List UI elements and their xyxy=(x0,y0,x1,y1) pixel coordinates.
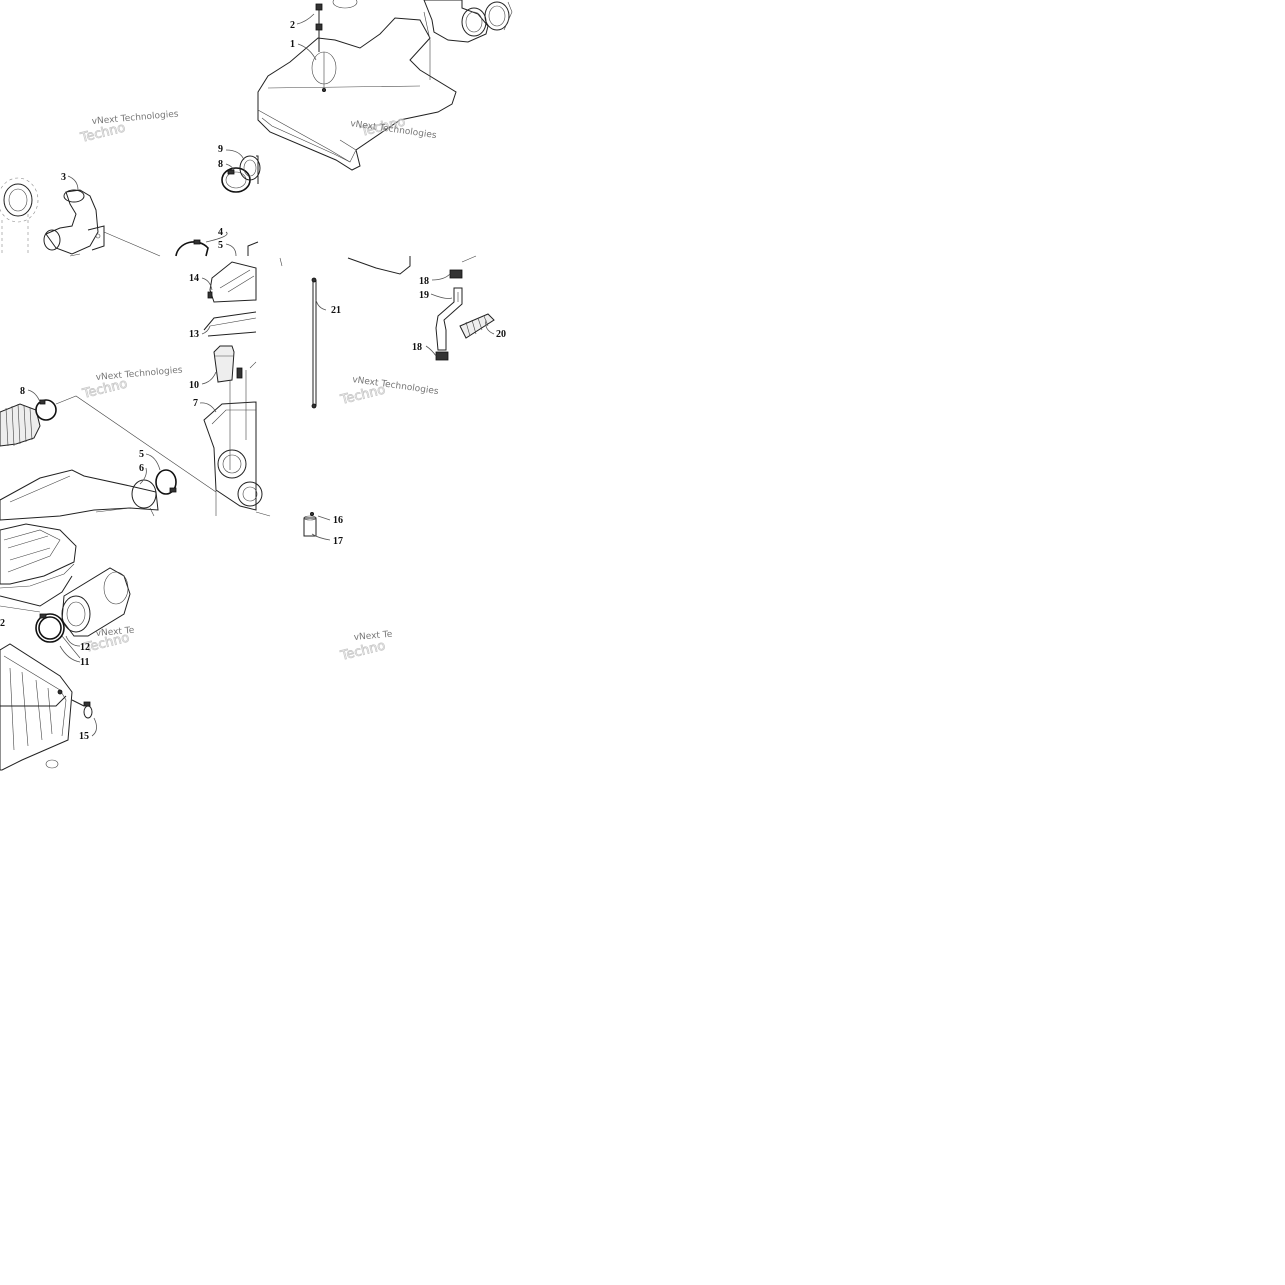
callout-14: 14 xyxy=(189,273,199,284)
hose-part-19 xyxy=(435,287,463,351)
lower-lid xyxy=(0,523,77,613)
callout-16: 16 xyxy=(333,515,343,526)
clamp-part-11 xyxy=(35,613,81,659)
rod-part-21 xyxy=(311,277,317,409)
watermark-text-partial: vNext Te xyxy=(353,630,393,643)
intake-tube-part-6 xyxy=(0,469,177,521)
callout-labels: 2 1 9 8 3 4 5 14 13 10 7 8 5 6 21 18 19 … xyxy=(0,20,506,742)
intake-ring-left xyxy=(0,177,39,256)
callout-10: 10 xyxy=(189,380,199,391)
callout-20: 20 xyxy=(496,329,506,340)
callout-4: 4 xyxy=(218,227,223,238)
fastener-part-2 xyxy=(315,0,358,52)
plug-part-16-17 xyxy=(303,512,317,537)
callout-19: 19 xyxy=(419,290,429,301)
callout-6: 6 xyxy=(139,463,144,474)
callout-5: 5 xyxy=(139,449,144,460)
callout-17: 17 xyxy=(333,536,343,547)
callout-9: 9 xyxy=(218,144,223,155)
callout-18: 18 xyxy=(419,276,429,287)
elbow-duct-part-3 xyxy=(43,189,161,257)
corrugated-hose-part-20 xyxy=(459,313,495,339)
airbox-lid-part-14 xyxy=(207,261,257,303)
callout-12-left: 2 xyxy=(0,618,5,629)
filter-element-part-12 xyxy=(61,567,131,637)
watermark-text: vNext Technologies xyxy=(95,365,183,383)
callout-1: 1 xyxy=(290,39,295,50)
callout-11: 11 xyxy=(80,657,89,668)
callout-3: 3 xyxy=(61,172,66,183)
callout-2: 2 xyxy=(290,20,295,31)
filter-element-part-10 xyxy=(213,345,257,383)
watermark-text-partial: vNext Te xyxy=(95,626,135,639)
clamps-part-4-5-top xyxy=(175,239,259,257)
callout-5: 5 xyxy=(218,240,223,251)
lid-edge-right xyxy=(279,256,411,275)
airbox-body-part-7 xyxy=(203,370,271,517)
callout-15: 15 xyxy=(79,731,89,742)
callout-12: 12 xyxy=(80,642,90,653)
watermarks: Techno vNext Technologies Techno vNext T… xyxy=(78,109,439,664)
callout-21: 21 xyxy=(331,305,341,316)
callout-7: 7 xyxy=(193,398,198,409)
callout-8: 8 xyxy=(218,159,223,170)
callout-leaders xyxy=(27,13,495,737)
callout-13: 13 xyxy=(189,329,199,340)
watermark-text: vNext Technologies xyxy=(91,109,179,127)
callout-18: 18 xyxy=(412,342,422,353)
clamps-part-8-9-top xyxy=(221,155,261,193)
callout-8: 8 xyxy=(20,386,25,397)
airbox-gasket-part-13 xyxy=(203,311,257,337)
fastener-part-15 xyxy=(71,699,93,719)
lower-airbox-body xyxy=(0,643,73,771)
elbow-duct-top-right xyxy=(423,0,513,80)
cover-plate-part-1 xyxy=(257,17,457,171)
corrugated-hose-part-8 xyxy=(0,395,217,493)
